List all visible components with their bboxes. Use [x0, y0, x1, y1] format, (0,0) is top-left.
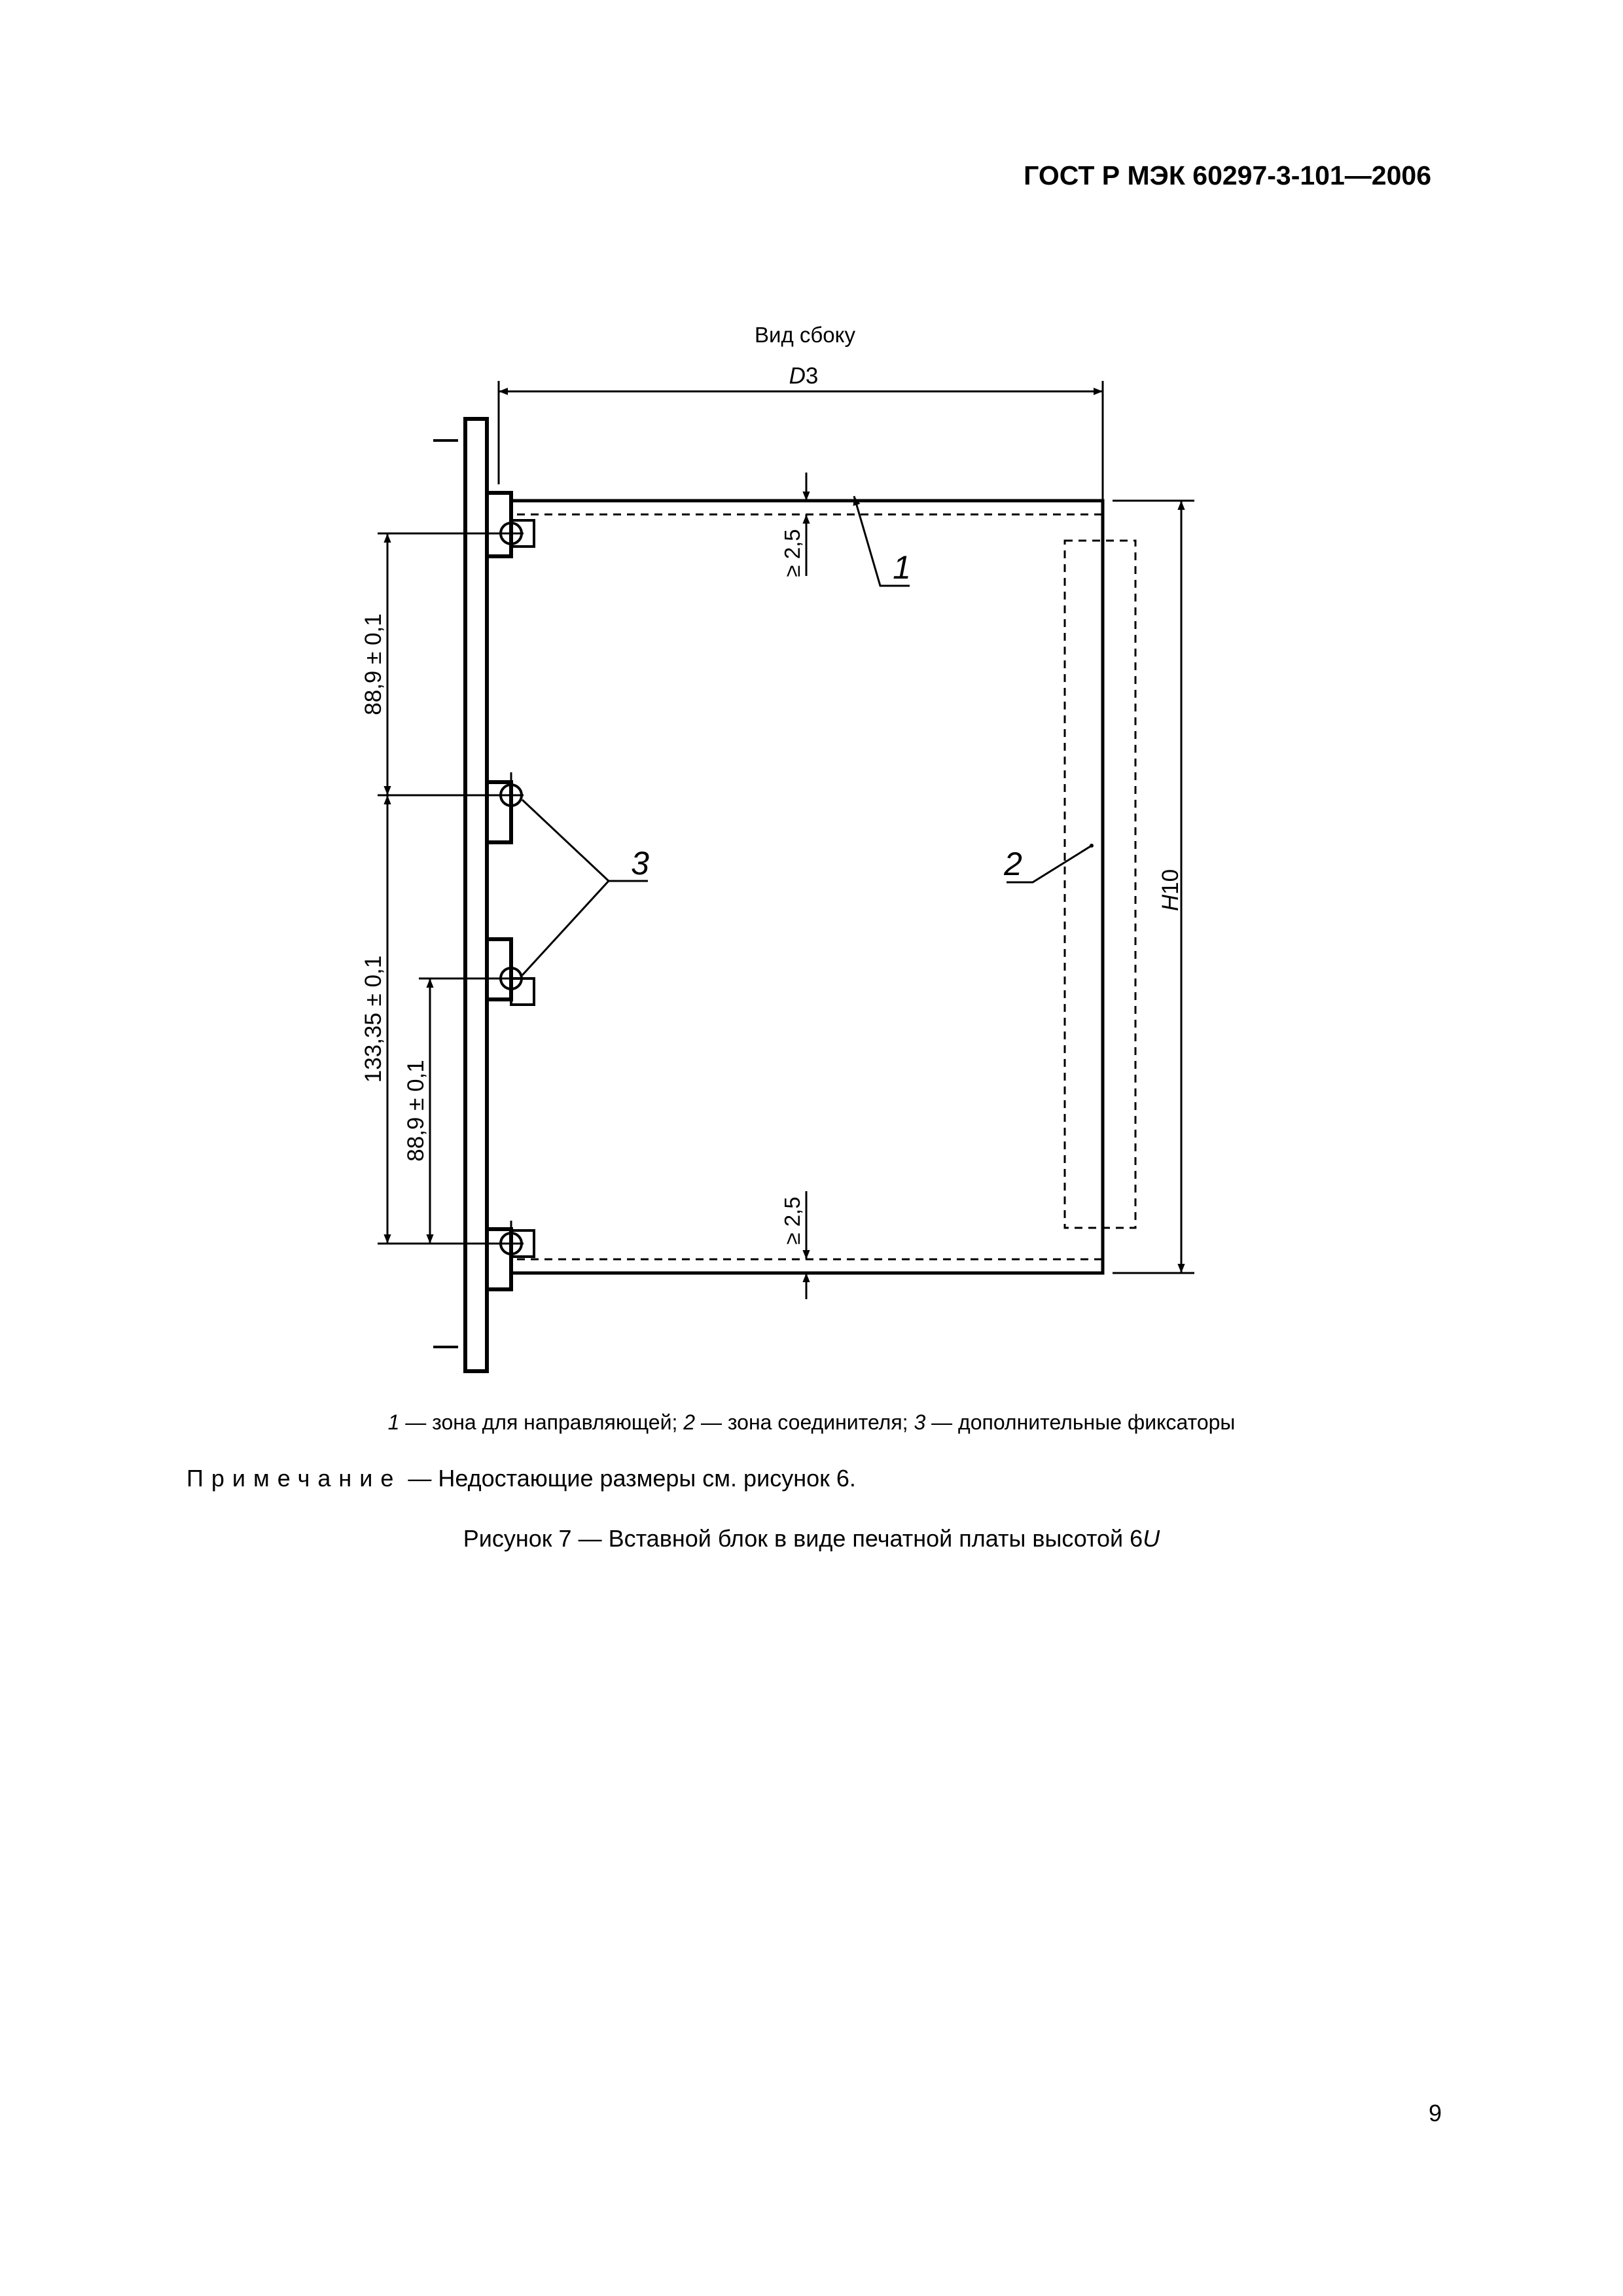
front-panel — [463, 417, 513, 1373]
dimension-pitch-mid: 133,35 ± 0,1 — [361, 795, 391, 1244]
callout-1: 1 — [853, 495, 911, 587]
page-number: 9 — [1428, 2100, 1442, 2126]
svg-text:88,9 ± 0,1: 88,9 ± 0,1 — [403, 1060, 429, 1161]
latch — [499, 519, 535, 1258]
svg-text:133,35 ± 0,1: 133,35 ± 0,1 — [361, 956, 386, 1083]
note-label: Примечание — [187, 1465, 402, 1492]
svg-text:3: 3 — [631, 845, 649, 882]
dimension-d3: D3 — [499, 363, 1103, 395]
connector-zone — [1063, 539, 1137, 1229]
svg-text:1: 1 — [893, 549, 911, 586]
dimension-pitch-upper: 88,9 ± 0,1 — [361, 533, 391, 795]
panel-centerline — [433, 439, 458, 1348]
svg-text:D3: D3 — [789, 363, 819, 389]
svg-text:2: 2 — [1003, 846, 1022, 882]
dimension-bottom-clearance: ≥ 2,5 — [780, 1191, 810, 1299]
dimension-h10: H10 — [1158, 501, 1185, 1273]
board-outline — [511, 499, 1105, 1275]
dimension-pitch-lower: 88,9 ± 0,1 — [403, 978, 434, 1244]
figure-legend: 1 — зона для направляющей; 2 — зона соед… — [387, 1410, 1236, 1434]
svg-text:H10: H10 — [1158, 869, 1183, 911]
document-standard-header: ГОСТ Р МЭК 60297-3-101—2006 — [1024, 160, 1431, 190]
view-title: Вид сбоку — [755, 323, 855, 347]
svg-text:88,9 ± 0,1: 88,9 ± 0,1 — [361, 613, 386, 715]
svg-text:≥ 2,5: ≥ 2,5 — [780, 529, 804, 577]
guide-zone — [517, 513, 1103, 1261]
figure-note: Примечание — Недостающие размеры см. рис… — [187, 1465, 856, 1492]
svg-text:≥ 2,5: ≥ 2,5 — [780, 1196, 804, 1244]
dimension-top-clearance: ≥ 2,5 — [780, 473, 810, 577]
callout-2: 2 — [1003, 844, 1094, 884]
note-text: — Недостающие размеры см. рисунок 6. — [401, 1465, 856, 1492]
callout-3: 3 — [521, 798, 649, 977]
figure-caption: Рисунок 7 — Вставной блок в виде печатно… — [463, 1525, 1160, 1552]
